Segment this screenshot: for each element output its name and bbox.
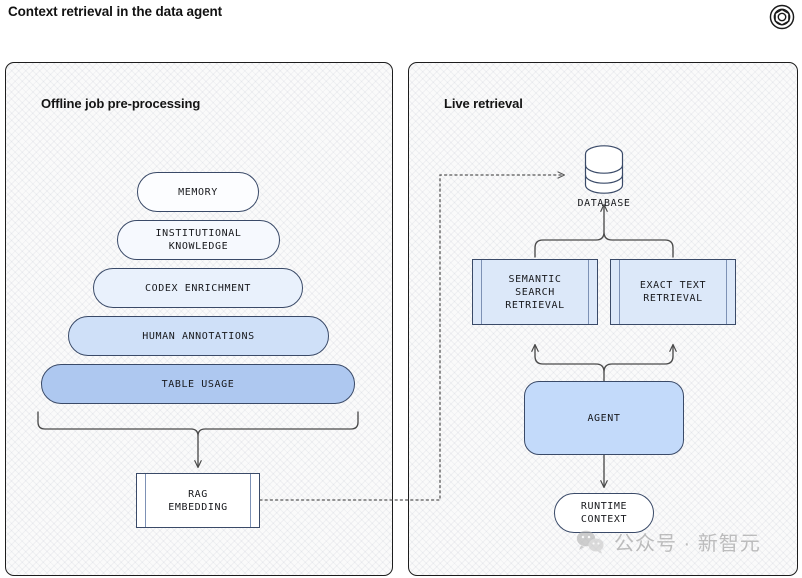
pyramid-tier-memory[interactable]: MEMORY (137, 172, 259, 212)
pyramid-tier-label: HUMAN ANNOTATIONS (142, 330, 255, 342)
agent-box[interactable]: AGENT (524, 381, 684, 455)
rag-embedding-box[interactable]: RAG EMBEDDING (136, 473, 260, 528)
runtime-context-label: RUNTIME CONTEXT (580, 501, 628, 525)
watermark: 公众号 · 新智元 (575, 527, 761, 556)
pyramid-tier-label: CODEX ENRICHMENT (145, 282, 251, 294)
watermark-text: 公众号 · 新智元 (614, 533, 761, 555)
pyramid-tier-human-annotations[interactable]: HUMAN ANNOTATIONS (68, 316, 329, 356)
panel-offline-title: Offline job pre-processing (41, 96, 201, 111)
exact-text-retrieval-box[interactable]: EXACT TEXT RETRIEVAL (610, 259, 736, 325)
semantic-search-retrieval-label: SEMANTIC SEARCH RETRIEVAL (505, 273, 565, 311)
runtime-context-box[interactable]: RUNTIME CONTEXT (554, 493, 654, 533)
pyramid-tier-institutional-knowledge[interactable]: INSTITUTIONAL KNOWLEDGE (117, 220, 280, 260)
database-cylinder-icon[interactable] (581, 143, 627, 197)
panel-live-title: Live retrieval (444, 96, 523, 111)
openai-logo-icon (769, 4, 795, 30)
database-label: DATABASE (577, 198, 631, 209)
pyramid-tier-label: INSTITUTIONAL KNOWLEDGE (155, 228, 242, 252)
rag-embedding-label: RAG EMBEDDING (168, 488, 228, 513)
pyramid-tier-codex-enrichment[interactable]: CODEX ENRICHMENT (93, 268, 303, 308)
semantic-search-retrieval-box[interactable]: SEMANTIC SEARCH RETRIEVAL (472, 259, 598, 325)
pyramid-tier-label: MEMORY (178, 186, 218, 198)
page-title: Context retrieval in the data agent (8, 4, 223, 19)
agent-label: AGENT (587, 412, 621, 424)
wechat-icon (576, 530, 604, 554)
pyramid-tier-table-usage[interactable]: TABLE USAGE (41, 364, 355, 404)
pyramid-tier-label: TABLE USAGE (161, 378, 235, 390)
exact-text-retrieval-label: EXACT TEXT RETRIEVAL (639, 280, 707, 304)
